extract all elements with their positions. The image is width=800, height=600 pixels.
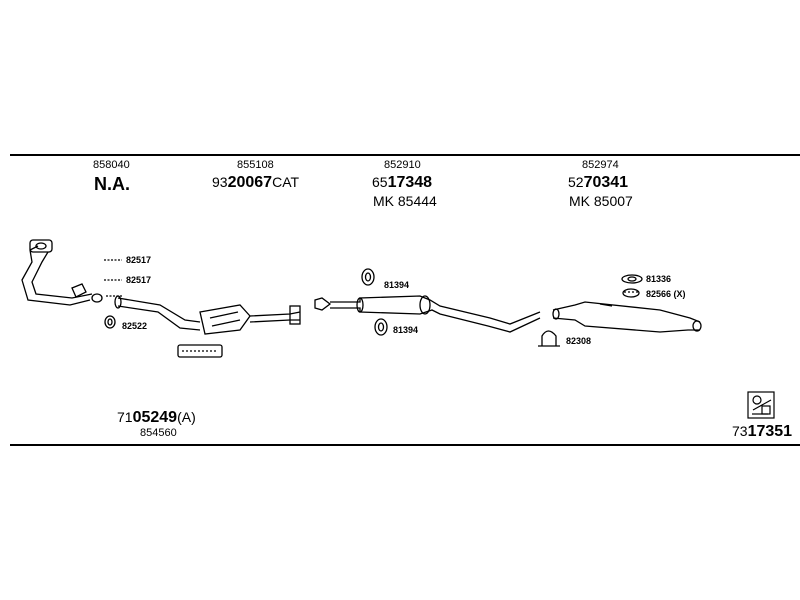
hanger-top (361, 268, 375, 286)
middle-main: 17348 (387, 174, 433, 191)
middle-silencer (314, 295, 541, 333)
catalyst-main: 20067 (227, 174, 273, 191)
front-pipe (21, 239, 103, 306)
label-81394-a: 81394 (384, 280, 410, 290)
bottom-right-main: 17351 (747, 423, 793, 440)
bottom-left-suffix: (A) (177, 409, 196, 425)
label-82517-a: 82517 (126, 255, 152, 265)
code-854560: 854560 (140, 427, 177, 439)
code-852974: 852974 (582, 159, 619, 171)
label-81394-b: 81394 (393, 325, 419, 335)
catalyst-suffix: CAT (272, 174, 300, 190)
mk-85007: MK 85007 (569, 193, 633, 209)
label-82522: 82522 (122, 321, 148, 331)
label-82566: 82566 (X) (646, 289, 686, 299)
catalog-icon (747, 391, 775, 419)
bottom-rule (10, 444, 800, 446)
label-middle-number: 6517348 (372, 175, 432, 191)
bottom-right-prefix: 73 (732, 423, 748, 439)
label-bottom-left-number: 7105249(A) (117, 410, 196, 426)
u-clamp (538, 330, 560, 347)
heat-shield (177, 344, 223, 358)
label-bottom-right-number: 7317351 (732, 424, 792, 440)
label-82308: 82308 (566, 336, 592, 346)
fitting-part (622, 288, 640, 298)
top-rule (10, 154, 800, 156)
rubber-mount (621, 274, 643, 284)
code-858040: 858040 (93, 159, 130, 171)
label-catalyst-number: 9320067CAT (212, 175, 299, 191)
middle-prefix: 65 (372, 174, 388, 190)
bottom-left-prefix: 71 (117, 409, 133, 425)
label-82517-b: 82517 (126, 275, 152, 285)
hanger-bottom (374, 318, 388, 336)
rear-main: 70341 (583, 174, 629, 191)
label-81336: 81336 (646, 274, 672, 284)
bottom-left-main: 05249 (132, 409, 178, 426)
label-rear-number: 5270341 (568, 175, 628, 191)
label-na: N.A. (94, 174, 130, 194)
rear-prefix: 52 (568, 174, 584, 190)
code-852910: 852910 (384, 159, 421, 171)
mk-85444: MK 85444 (373, 193, 437, 209)
gasket-ring (104, 315, 116, 329)
catalyst-prefix: 93 (212, 174, 228, 190)
code-855108: 855108 (237, 159, 274, 171)
rear-silencer (552, 301, 702, 333)
